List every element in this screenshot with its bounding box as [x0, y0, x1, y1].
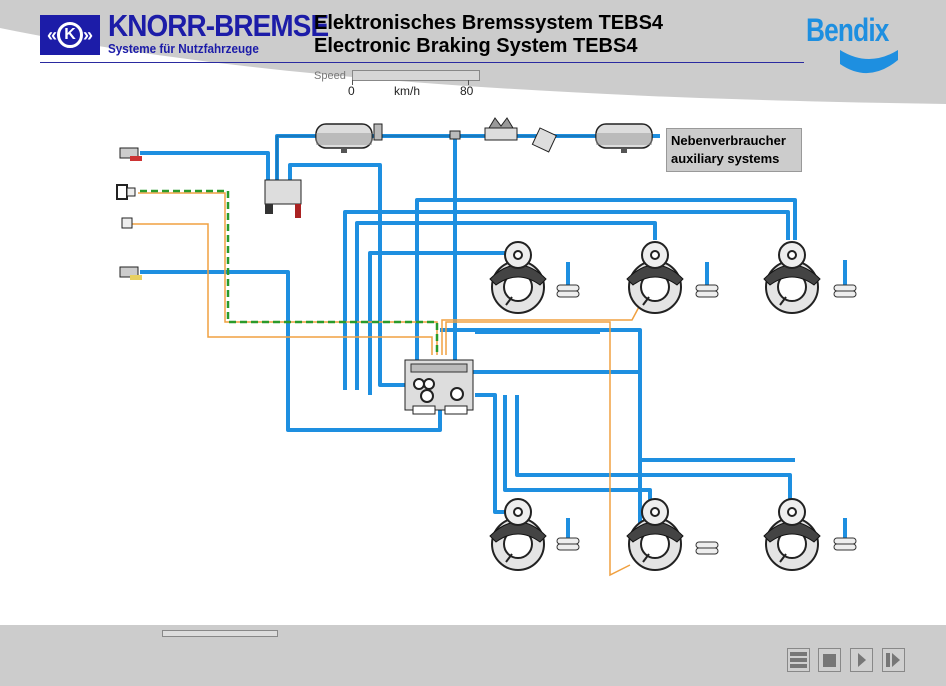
play-icon: [858, 653, 866, 667]
can-line: [140, 189, 439, 355]
air-bellow-4-icon: [556, 537, 580, 551]
pressure-limiter-icon: [531, 127, 557, 153]
bendix-logo: Bendix: [806, 12, 889, 48]
electrical-lines: [132, 192, 641, 577]
speed-max: 80: [460, 84, 474, 98]
air-bellow-5-icon: [695, 541, 719, 555]
brake-cylinder-axle1-mid-icon: [626, 241, 684, 314]
speed-tick-min: [352, 80, 353, 85]
stop-icon: [823, 654, 836, 667]
speed-min: 0: [348, 84, 355, 98]
pipe-rear1: [475, 393, 515, 514]
trailer-control-valve-icon: [264, 179, 302, 218]
header-background: [0, 0, 946, 104]
tee-fitting-icon: [449, 130, 461, 140]
brand-name: KNORR-BREMSE: [108, 8, 329, 43]
pipe-coupling-control: [140, 270, 442, 432]
abs-connector-icon: [121, 217, 133, 229]
brake-cylinder-axle1-right-icon: [763, 241, 821, 314]
knorr-logo-icon: «K»: [40, 15, 100, 55]
pipe-axle1-lower: [343, 210, 790, 390]
air-bellow-1-icon: [556, 284, 580, 298]
stop-button[interactable]: [818, 648, 841, 672]
reservoir-tank-icon: [315, 123, 373, 154]
braking-system-diagram: [116, 117, 857, 577]
overflow-valve-icon: [484, 117, 518, 141]
pipe-rear2: [503, 395, 652, 505]
speed-unit: km/h: [394, 84, 421, 98]
menu-icon: [790, 652, 807, 668]
speed-gauge: [352, 70, 480, 81]
speed-label: Speed: [314, 70, 346, 82]
air-bellow-2-icon: [695, 284, 719, 298]
air-bellow-3-icon: [833, 284, 857, 298]
pipe-front-brake: [368, 251, 515, 395]
pipe-coupling-supply: [140, 151, 270, 182]
step-forward-button[interactable]: [882, 648, 905, 672]
aux-label-german: Nebenverbraucher: [671, 133, 786, 148]
aux-label-english: auxiliary systems: [671, 151, 780, 166]
brake-cylinder-axle2-left-icon: [489, 498, 547, 571]
check-valve-icon: [373, 123, 383, 141]
brand-subtitle: Systeme für Nutzfahrzeuge: [108, 41, 259, 56]
speed-tick-max: [468, 80, 469, 85]
play-button[interactable]: [850, 648, 873, 672]
pipe-mid1: [355, 221, 657, 390]
coupling-head-supply-icon: [119, 147, 142, 161]
knorr-logo-glyph: K: [57, 22, 83, 48]
tebs-modulator-icon: [404, 359, 474, 415]
page-title: Elektronisches Bremssystem TEBS4 Electro…: [314, 12, 663, 58]
header: «K» KNORR-BREMSE Systeme für Nutzfahrzeu…: [0, 0, 946, 120]
title-divider: [40, 62, 804, 63]
pipe-rear3: [515, 395, 792, 505]
title-english: Electronic Braking System TEBS4: [314, 35, 638, 57]
auxiliary-systems-label: Nebenverbraucher auxiliary systems: [666, 128, 802, 172]
air-bellow-6-icon: [833, 537, 857, 551]
bendix-swoosh-icon: [840, 50, 898, 74]
title-german: Elektronisches Bremssystem TEBS4: [314, 12, 664, 34]
menu-button[interactable]: [787, 648, 810, 672]
pneumatic-lines: [140, 134, 847, 545]
step-forward-icon: [886, 653, 900, 667]
pipe-axle1-upper: [415, 198, 797, 368]
electrical-connector-icon: [116, 184, 136, 200]
aux-reservoir-tank-icon: [595, 123, 653, 154]
brake-cylinder-axle2-right-icon: [763, 498, 821, 571]
coupling-head-control-icon: [119, 266, 142, 280]
pipe-control: [288, 163, 410, 387]
brake-cylinder-axle2-mid-icon: [626, 498, 684, 571]
progress-bar[interactable]: [162, 630, 278, 637]
